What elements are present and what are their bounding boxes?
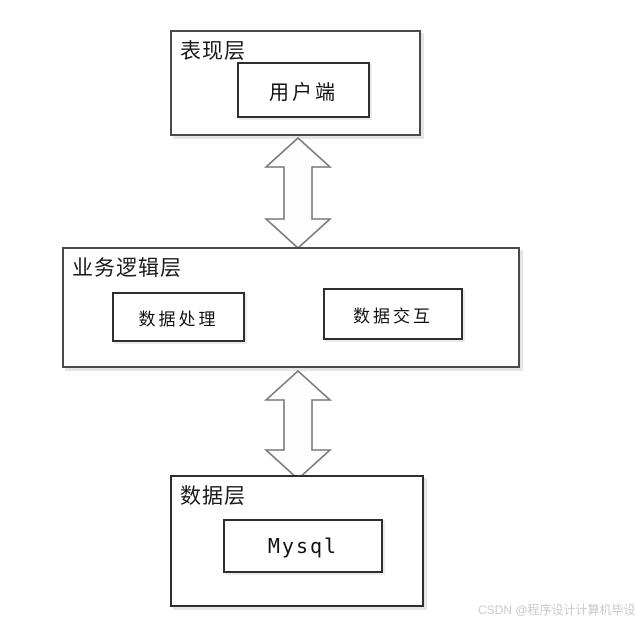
layer-box-presentation: 表现层 bbox=[170, 30, 421, 136]
node-mysql: Mysql bbox=[223, 519, 383, 573]
double-arrow-icon-bottom bbox=[263, 369, 333, 486]
node-data-processing: 数据处理 bbox=[112, 292, 245, 342]
node-data-interaction-label: 数据交互 bbox=[353, 306, 433, 326]
layer-label-business: 业务逻辑层 bbox=[72, 256, 182, 280]
double-arrow-icon-top bbox=[263, 136, 333, 255]
node-client: 用户端 bbox=[237, 62, 370, 118]
node-mysql-label: Mysql bbox=[267, 534, 339, 558]
node-client-label: 用户端 bbox=[269, 81, 338, 104]
watermark-text: CSDN @程序设计计算机毕设 bbox=[478, 603, 635, 617]
layer-label-presentation: 表现层 bbox=[180, 39, 246, 63]
node-data-interaction: 数据交互 bbox=[323, 288, 463, 340]
layer-label-data: 数据层 bbox=[180, 484, 246, 508]
node-data-processing-label: 数据处理 bbox=[138, 309, 219, 329]
